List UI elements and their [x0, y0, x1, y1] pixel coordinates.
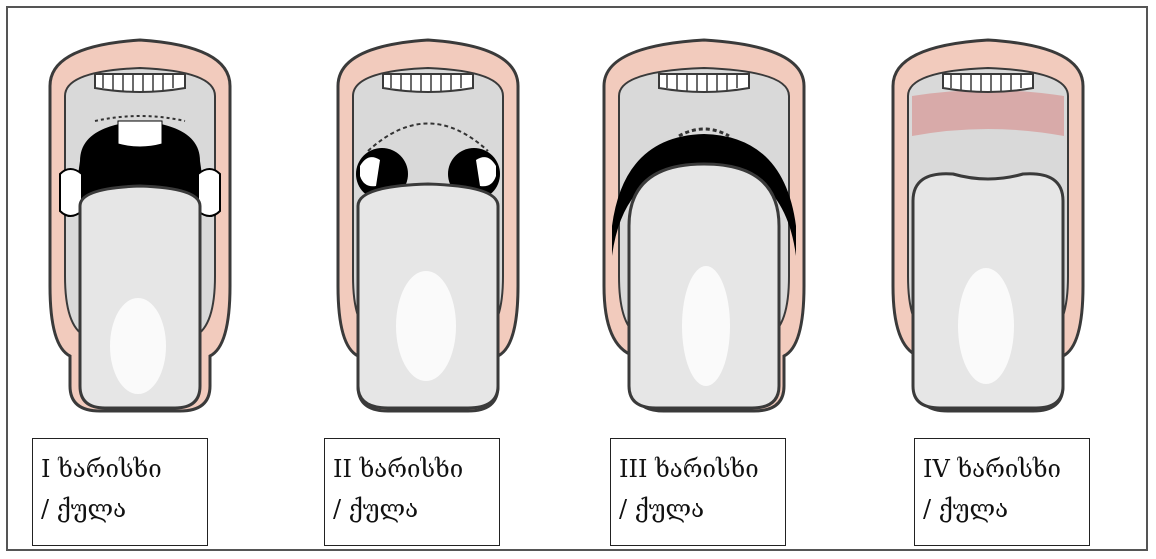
grade-word: ხარისხი	[655, 455, 759, 483]
grade-label-3: III ხარისხი / ქულა	[610, 438, 786, 546]
score-label: / ქულა	[923, 489, 1089, 529]
grade-numeral: IV	[923, 455, 950, 483]
mouth-illustration-grade-1	[20, 26, 260, 426]
mouth-illustration-grade-2	[308, 26, 548, 426]
grade-numeral: II	[333, 455, 352, 483]
score-label: / ქულა	[619, 489, 785, 529]
score-label: / ქულა	[41, 489, 207, 529]
grade-word: ხარისხი	[360, 455, 464, 483]
score-label: / ქულა	[333, 489, 499, 529]
mouth-illustration-grade-3	[584, 26, 824, 426]
grade-word: ხარისხი	[957, 455, 1061, 483]
grade-label-1: I ხარისხი / ქულა	[32, 438, 208, 546]
grade-numeral: III	[619, 455, 647, 483]
grade-label-2: II ხარისხი / ქულა	[324, 438, 500, 546]
grade-word: ხარისხი	[58, 455, 162, 483]
grade-label-4: IV ხარისხი / ქულა	[914, 438, 1090, 546]
grade-numeral: I	[41, 455, 50, 483]
mouth-illustration-grade-4	[868, 26, 1108, 426]
figure-frame: I ხარისხი / ქულა II ხარისხი / ქულა III ხ…	[6, 6, 1148, 551]
